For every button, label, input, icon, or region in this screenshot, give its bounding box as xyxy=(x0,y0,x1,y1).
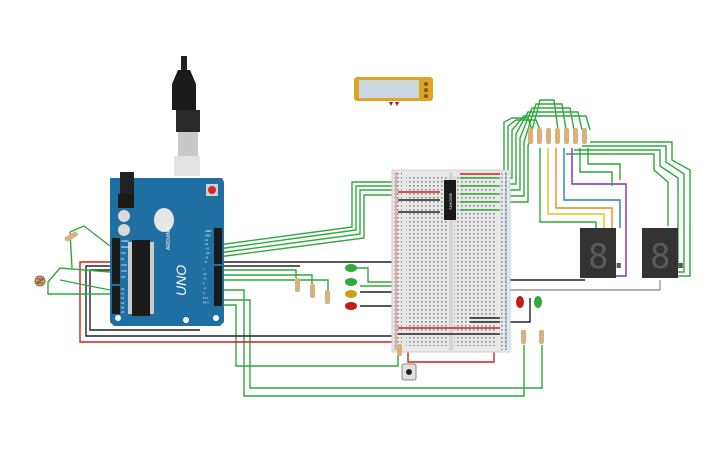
wire-disp2-1[interactable] xyxy=(590,141,691,277)
pin-label: 4 xyxy=(203,281,205,285)
wire-sr-q3[interactable] xyxy=(468,107,575,191)
pin-label: 13 xyxy=(205,238,208,242)
pin-label: 12 xyxy=(205,242,208,246)
wire-d10[interactable] xyxy=(217,194,392,258)
wire-sr-q5[interactable] xyxy=(468,99,559,203)
pin-label: ~11 xyxy=(205,247,210,251)
pin-label: ~9 xyxy=(205,255,209,259)
pin-label: RX 0 xyxy=(203,301,209,305)
wire-ldr-5v[interactable] xyxy=(47,267,111,283)
pin-label: A5 xyxy=(121,310,125,314)
wire-5v-red[interactable] xyxy=(79,261,392,343)
pin-label: 5V xyxy=(121,257,124,261)
led-green-left[interactable] xyxy=(345,264,357,272)
pin-label: 8 xyxy=(205,260,207,264)
lcd-display-icon[interactable] xyxy=(354,77,433,106)
wire-a1[interactable] xyxy=(59,279,111,291)
atmega-chip xyxy=(132,240,150,316)
pin-label: ~5 xyxy=(203,277,207,281)
breadboard-icon[interactable] xyxy=(391,169,511,353)
resistor-bank[interactable] xyxy=(528,128,587,144)
resistor-led-right[interactable] xyxy=(521,330,544,344)
resistor-button[interactable] xyxy=(397,344,402,356)
led-red-right[interactable] xyxy=(516,296,524,308)
wire-seg-c[interactable] xyxy=(563,148,621,228)
pin-label: GND xyxy=(205,233,211,237)
wire-seg-g[interactable] xyxy=(539,148,597,228)
pin-label: GND xyxy=(121,269,127,273)
wire-d12[interactable] xyxy=(217,185,392,250)
resistor-led-group[interactable] xyxy=(295,278,330,304)
pin-label: 3V3 xyxy=(121,251,126,255)
pin-label: GND xyxy=(121,263,127,267)
arduino-uno-board[interactable]: UNO ARDUINO IOREF RESET 3V3 5V GND GND VIN A0A1… xyxy=(110,172,224,326)
led-green-left-2[interactable] xyxy=(345,278,357,286)
pin-label: A1 xyxy=(121,292,125,296)
reset-button[interactable] xyxy=(208,186,216,194)
wire-disp2-2[interactable] xyxy=(582,145,685,273)
wire-d7[interactable] xyxy=(218,269,297,278)
wire-bb-seg-gray[interactable] xyxy=(480,280,661,291)
usb-cable-icon xyxy=(172,56,200,176)
photoresistor-icon[interactable] xyxy=(34,275,46,287)
digital-header-bottom xyxy=(214,266,222,306)
wire-seg-a[interactable] xyxy=(547,148,605,228)
pin-label: VIN xyxy=(121,275,125,279)
wire-seg-e[interactable] xyxy=(579,148,613,186)
display-2-glyph: 8. xyxy=(650,237,691,277)
wire-gnd-black[interactable] xyxy=(85,265,392,337)
seven-segment-display-2[interactable]: 8. xyxy=(642,228,691,278)
wire-d13[interactable] xyxy=(217,181,392,246)
crystal xyxy=(154,208,174,232)
pin-label: A3 xyxy=(121,301,125,305)
resistor-ldr[interactable] xyxy=(64,231,79,242)
board-label: UNO xyxy=(173,265,189,296)
pin-label: RESET xyxy=(121,245,130,249)
wire-d1[interactable] xyxy=(218,299,543,389)
shift-register-chip[interactable]: 74HC595 xyxy=(444,180,456,220)
pin-label: ~6 xyxy=(203,272,207,276)
wire-seg-f[interactable] xyxy=(587,148,621,180)
wire-res-top[interactable] xyxy=(69,225,111,247)
pin-label: ~10 xyxy=(205,251,210,255)
analog-header xyxy=(112,286,120,314)
power-jack xyxy=(120,172,134,196)
pin-label: IOREF xyxy=(121,239,129,243)
pin-label: A0 xyxy=(121,287,125,291)
board-brand: ARDUINO xyxy=(166,227,172,250)
wire-gnd-black-2[interactable] xyxy=(89,269,200,331)
pin-label: ~3 xyxy=(203,286,207,290)
pushbutton-icon[interactable] xyxy=(401,363,417,381)
wire-d11[interactable] xyxy=(217,189,392,254)
power-header xyxy=(112,238,120,284)
wire-seg-d[interactable] xyxy=(571,148,627,277)
pin-label: TX 1 xyxy=(203,296,209,300)
led-red-left[interactable] xyxy=(345,302,357,310)
chip-label: 74HC595 xyxy=(448,192,453,210)
wire-button-red[interactable] xyxy=(407,345,495,363)
wire-d6[interactable] xyxy=(218,274,313,284)
pin-label: A4 xyxy=(121,305,125,309)
wire-disp2-4[interactable] xyxy=(566,153,669,226)
pin-label: AREF xyxy=(205,229,212,233)
wire-d0[interactable] xyxy=(218,304,399,367)
wire-d2[interactable] xyxy=(218,289,525,397)
capacitor-2 xyxy=(118,224,130,236)
pin-label: 7 xyxy=(203,267,205,271)
digital-header-top xyxy=(214,228,222,264)
wire-ldr-a0[interactable] xyxy=(47,282,110,295)
led-yellow-left[interactable] xyxy=(345,290,357,298)
wire-seg-b[interactable] xyxy=(555,148,613,228)
display-1-glyph: 8. xyxy=(588,237,629,277)
pin-label: A2 xyxy=(121,296,125,300)
pin-label: 2 xyxy=(203,291,205,295)
wire-d5[interactable] xyxy=(218,279,329,290)
led-green-right[interactable] xyxy=(534,296,542,308)
seven-segment-display-1[interactable]: 8. xyxy=(580,228,629,278)
capacitor-1 xyxy=(118,210,130,222)
